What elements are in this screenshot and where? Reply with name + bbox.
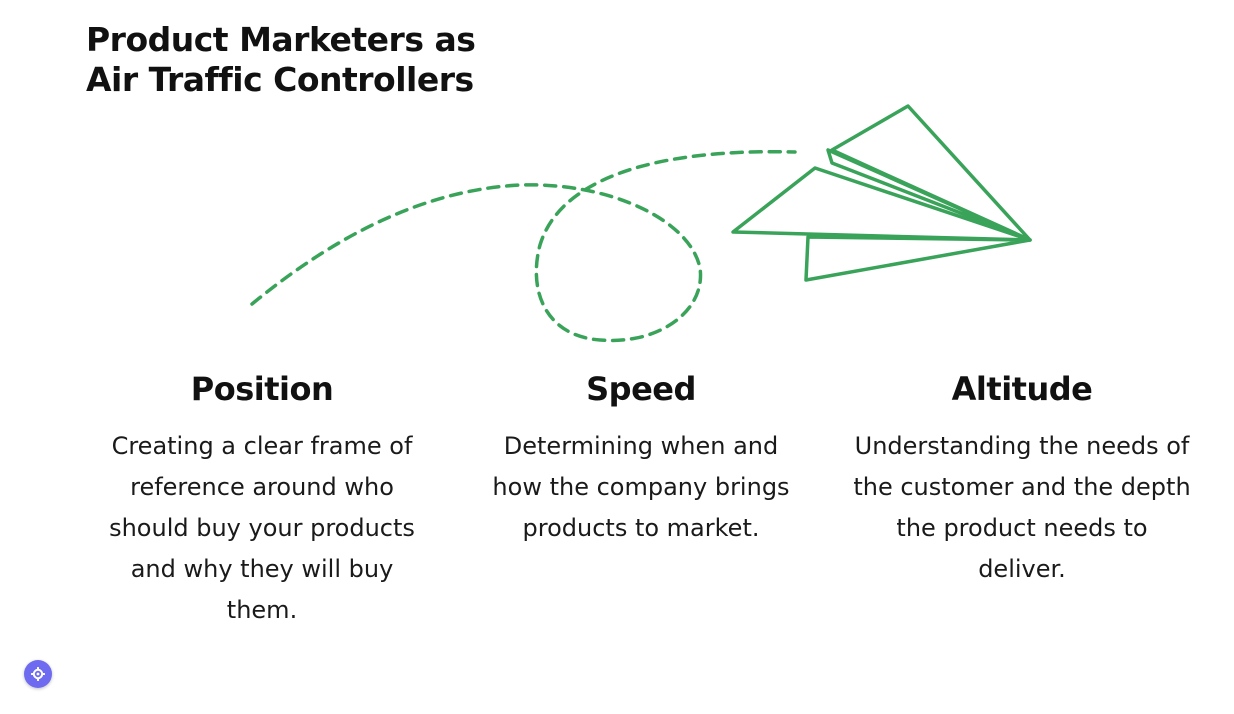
pillar-heading: Altitude xyxy=(951,370,1093,408)
settings-widget-button[interactable] xyxy=(24,660,52,688)
flight-path-illustration xyxy=(250,104,1032,343)
slide-title: Product Marketers as Air Traffic Control… xyxy=(86,20,476,99)
pillar-heading: Position xyxy=(190,370,334,408)
paper-airplane-icon xyxy=(731,104,1032,282)
pillar-description: Creating a clear frame of reference arou… xyxy=(109,432,415,624)
pillar-description: Understanding the needs of the customer … xyxy=(853,432,1191,583)
gear-icon xyxy=(31,667,45,681)
dashed-flight-path xyxy=(250,149,797,343)
pillar-heading: Speed xyxy=(586,370,696,408)
pillar-position: Position Creating a clear frame of refer… xyxy=(92,368,432,631)
pillar-description: Determining when and how the company bri… xyxy=(492,432,790,542)
pillar-altitude: Altitude Understanding the needs of the … xyxy=(852,368,1192,590)
pillar-speed: Speed Determining when and how the compa… xyxy=(476,368,806,549)
